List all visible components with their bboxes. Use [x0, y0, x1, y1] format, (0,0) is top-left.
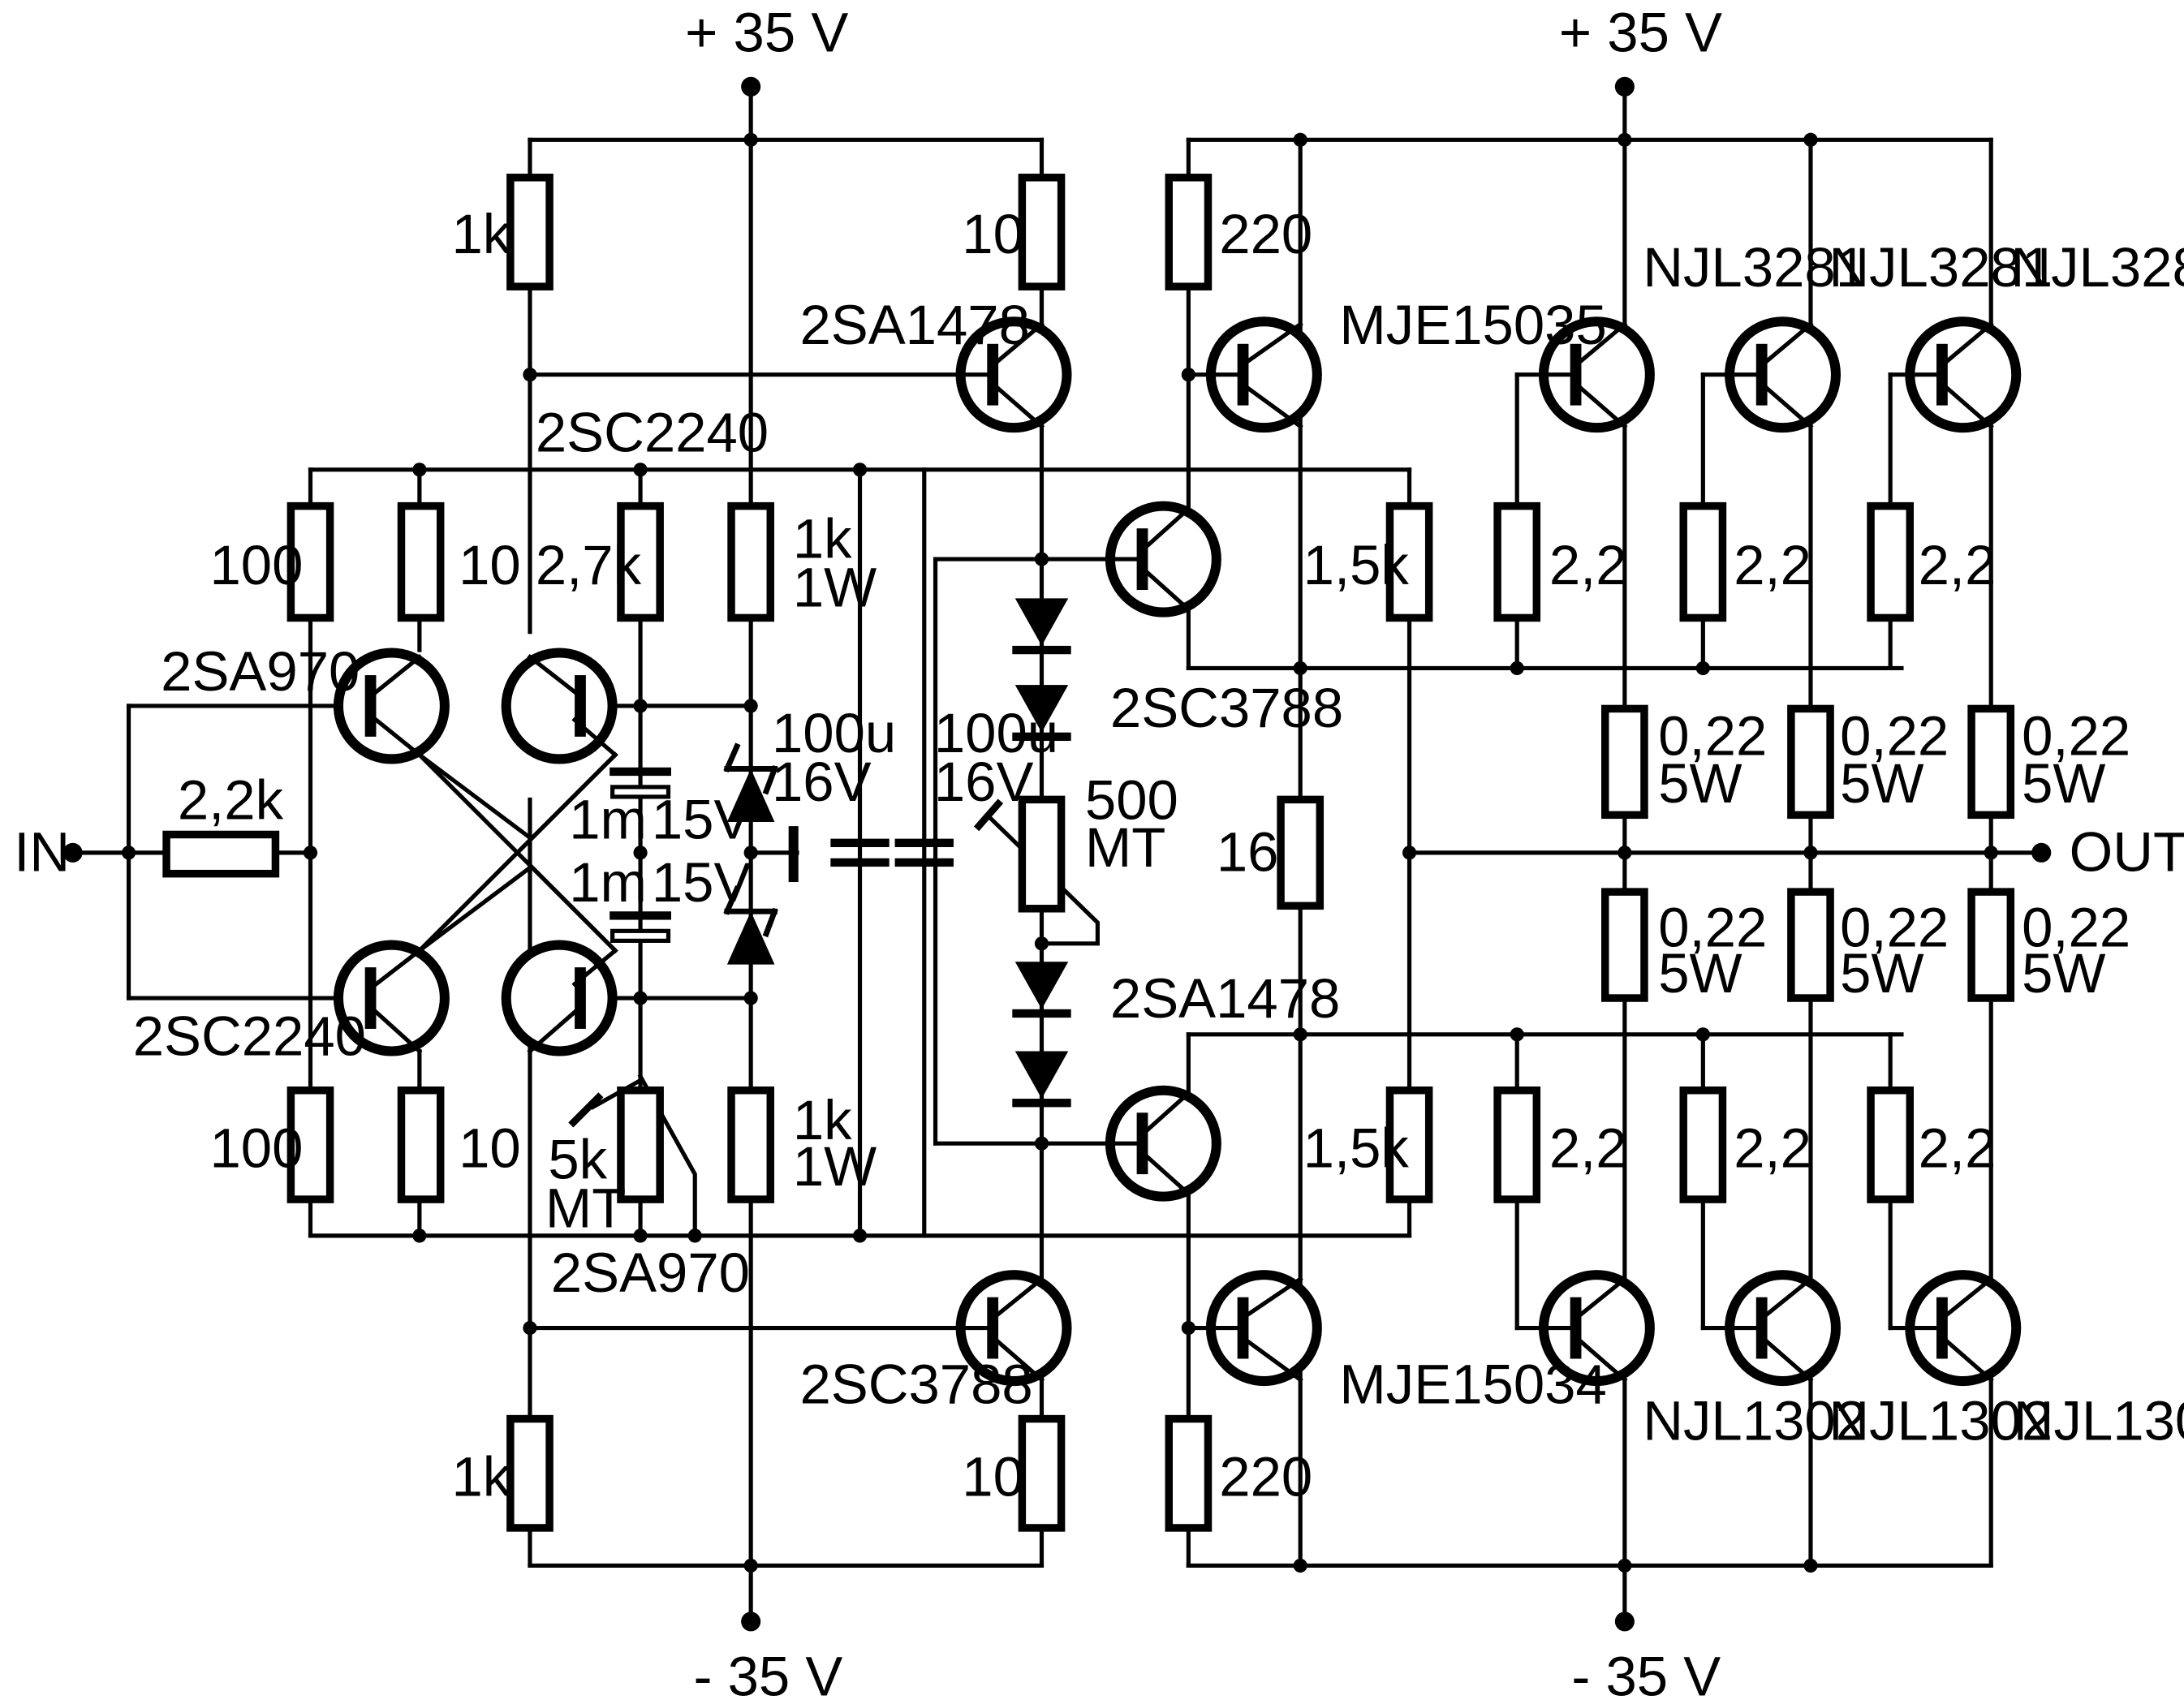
transistor-label: 2SA970	[161, 640, 360, 703]
trimmer-wipers	[568, 798, 1004, 1128]
resistor-label: 2,2k	[178, 769, 284, 832]
resistor-label: 5W	[1840, 942, 1923, 1005]
capacitor-label: 16V	[934, 751, 1034, 813]
transistor-label: 2SA970	[551, 1241, 750, 1304]
transistor-label: MJE15034	[1339, 1353, 1606, 1416]
transistor-symbols	[333, 284, 2022, 1387]
capacitor-label: 16V	[772, 751, 872, 813]
transistor-label: 2SC2240	[536, 401, 769, 463]
resistor-label: 0,22	[2022, 896, 2130, 958]
resistor-label: 0,22	[2022, 704, 2130, 767]
resistor-label: 5W	[2022, 942, 2105, 1005]
resistor-label: 0,22	[1840, 896, 1949, 958]
resistor-label: 100	[209, 1117, 303, 1179]
resistor-label: 0,22	[1658, 896, 1767, 958]
capacitor-label: 100u	[772, 702, 896, 764]
resistor-label: 0,22	[1840, 704, 1949, 767]
resistor-label: 2,2	[1919, 1117, 1997, 1179]
resistor-label: 0,22	[1658, 704, 1767, 767]
transistor-label: 2SA1478	[799, 294, 1029, 356]
resistor-label: 10	[459, 1117, 521, 1179]
capacitors	[610, 767, 954, 943]
resistor-label: 1k	[451, 1445, 510, 1508]
transistor-label: NJL1302	[2014, 1389, 2184, 1452]
zener-label: 15V	[652, 851, 752, 914]
resistor-label: 5k	[548, 1128, 607, 1190]
capacitor-label: 1m	[569, 851, 647, 914]
input-label: IN	[14, 820, 70, 883]
transistor-label: NJL3281	[2010, 236, 2184, 299]
resistor-label: 1k	[793, 1089, 852, 1151]
resistor-label: 5W	[1658, 752, 1742, 815]
resistor-label: MT	[545, 1177, 626, 1240]
transistor-label: NJL3281	[1829, 236, 2053, 299]
capacitor-label: 100u	[934, 702, 1058, 764]
resistor-label: 10	[459, 534, 521, 596]
rail-label: + 35 V	[1559, 2, 1722, 64]
resistor-label: 10	[962, 203, 1024, 265]
transistor-label: 2SC3788	[1110, 677, 1343, 739]
trimmer-label: MT	[1085, 816, 1165, 879]
labels: + 35 V + 35 V - 35 V - 35 V IN OUT 1k 10…	[14, 2, 2184, 1704]
resistor-label: 2,2	[1734, 1117, 1811, 1179]
resistor-label: 1k	[793, 507, 852, 570]
trimmer-label: 500	[1085, 769, 1178, 832]
resistor-label: 5W	[2022, 752, 2105, 815]
resistor-label: 220	[1219, 1445, 1312, 1508]
resistor-label: 2,2	[1734, 534, 1811, 596]
resistor-label: 5W	[1840, 752, 1923, 815]
transistor-label: MJE15035	[1339, 294, 1606, 356]
rail-label: + 35 V	[685, 2, 848, 64]
resistor-label: 1,5k	[1303, 1117, 1410, 1179]
output-label: OUT	[2070, 820, 2184, 883]
resistor-label: 5W	[1658, 942, 1742, 1005]
resistor-label: 1W	[793, 557, 877, 619]
resistor-label: 1,5k	[1303, 534, 1410, 596]
resistor-label: 2,7k	[536, 534, 642, 596]
resistor-label: 1W	[793, 1135, 877, 1198]
resistor-label: 2,2	[1549, 534, 1627, 596]
transistor-label: NJL1302	[1643, 1389, 1867, 1452]
rail-label: - 35 V	[694, 1646, 843, 1704]
transistor-label: 2SC3788	[799, 1353, 1032, 1416]
transistor-label: 2SC2240	[133, 1005, 366, 1068]
resistor-label: 2,2	[1919, 534, 1997, 596]
capacitor-label: 1m	[569, 789, 647, 851]
zener-label: 15V	[652, 789, 752, 851]
resistor-label: 10	[962, 1445, 1024, 1508]
resistor-label: 16	[1217, 820, 1279, 883]
resistor-label: 100	[209, 534, 303, 596]
diodes	[723, 598, 1071, 1108]
transistor-label: NJL1302	[1829, 1389, 2053, 1452]
transistor-label: 2SA1478	[1110, 967, 1340, 1030]
rail-label: - 35 V	[1571, 1646, 1721, 1704]
resistor-label: 220	[1219, 203, 1312, 265]
resistor-label: 2,2	[1549, 1117, 1627, 1179]
transistor-label: NJL3281	[1643, 236, 1867, 299]
resistor-label: 1k	[451, 203, 510, 265]
junctions	[62, 76, 2052, 1632]
